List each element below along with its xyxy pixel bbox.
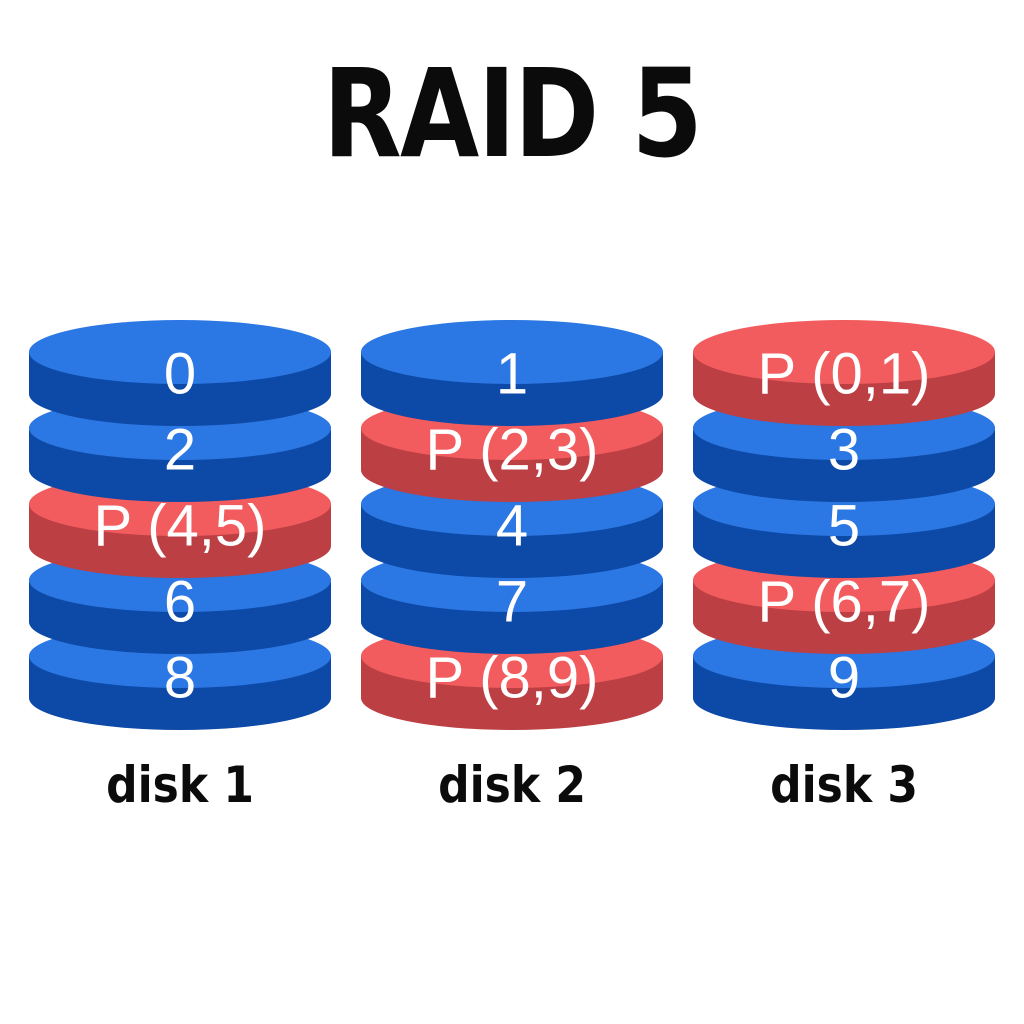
data-block: 1 (361, 320, 663, 426)
data-block-label: 5 (828, 494, 860, 559)
disk-label-2: disk 2 (438, 756, 586, 814)
parity-block-label: P (6,7) (757, 570, 930, 635)
cylinder-top (29, 320, 331, 384)
disk-stacks-row: 8 6 P (4,5) 2 0 disk 1 P (8,9) 7 4 P (2,3) 1 dis… (0, 318, 1024, 814)
parity-block-label: P (2,3) (425, 418, 598, 483)
parity-block-label: P (0,1) (757, 342, 930, 407)
data-block-label: 8 (164, 646, 196, 711)
data-block-label: 0 (164, 342, 196, 407)
disk-stack-2: P (8,9) 7 4 P (2,3) 1 (361, 320, 663, 730)
disk-stack-3: 9 P (6,7) 5 3 P (0,1) (693, 320, 995, 730)
disk-label-3: disk 3 (770, 756, 918, 814)
data-block-label: 6 (164, 570, 196, 635)
cylinder-top (693, 320, 995, 384)
data-block-label: 3 (828, 418, 860, 483)
disk-column-3: 9 P (6,7) 5 3 P (0,1) disk 3 (691, 318, 997, 814)
data-block-label: 9 (828, 646, 860, 711)
cylinder-top (361, 320, 663, 384)
parity-block-label: P (4,5) (93, 494, 266, 559)
parity-block-label: P (8,9) (425, 646, 598, 711)
disk-column-1: 8 6 P (4,5) 2 0 disk 1 (27, 318, 333, 814)
data-block: 0 (29, 320, 331, 426)
parity-block: P (2,3) (361, 396, 663, 502)
data-block-label: 1 (496, 342, 528, 407)
data-block-label: 4 (496, 494, 528, 559)
disk-stack-1: 8 6 P (4,5) 2 0 (29, 320, 331, 730)
data-block-label: 7 (496, 570, 528, 635)
data-block-label: 2 (164, 418, 196, 483)
parity-block: P (0,1) (693, 320, 995, 426)
page-title: RAID 5 (322, 43, 703, 185)
disk-column-2: P (8,9) 7 4 P (2,3) 1 disk 2 (359, 318, 665, 814)
disk-label-1: disk 1 (106, 756, 254, 814)
